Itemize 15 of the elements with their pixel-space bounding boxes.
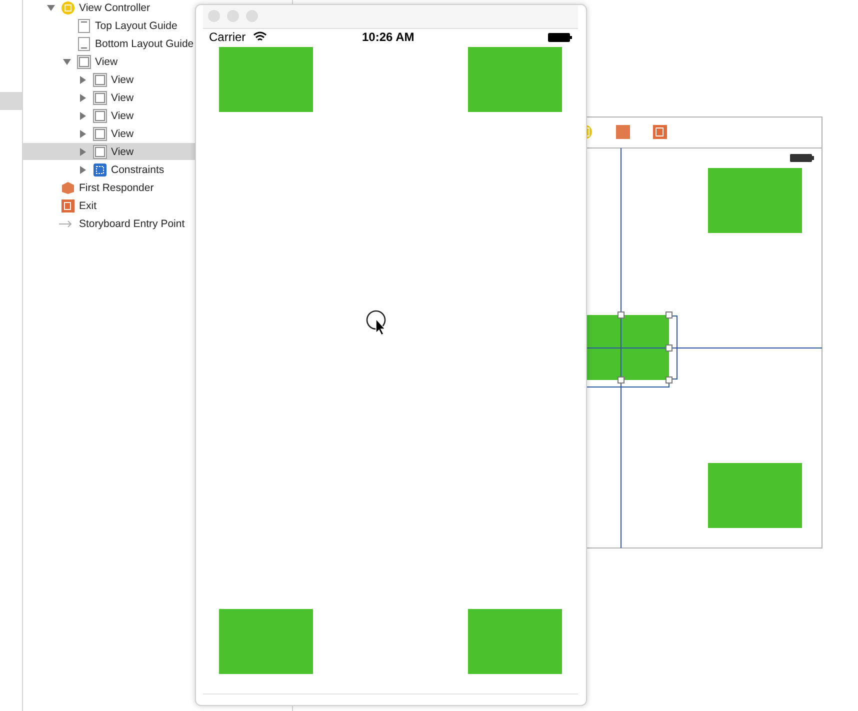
outline-item: View <box>95 55 118 69</box>
outline-item: Exit <box>79 199 97 213</box>
outline-item: First Responder <box>79 181 154 195</box>
outline-item: Constraints <box>111 163 164 177</box>
outline-item: View <box>111 145 134 159</box>
status-time: 10:26 AM <box>362 30 414 44</box>
outline-item: Bottom Layout Guide <box>95 37 194 51</box>
outline-item: Top Layout Guide <box>95 19 178 33</box>
outline-item: View <box>111 109 134 123</box>
outline-item: View <box>111 91 134 105</box>
carrier-label: Carrier <box>209 30 246 44</box>
outline-item: View <box>111 127 134 141</box>
outline-item: View <box>111 73 134 87</box>
outline-item: View Controller <box>79 1 150 15</box>
outline-item: Storyboard Entry Point <box>79 217 185 231</box>
